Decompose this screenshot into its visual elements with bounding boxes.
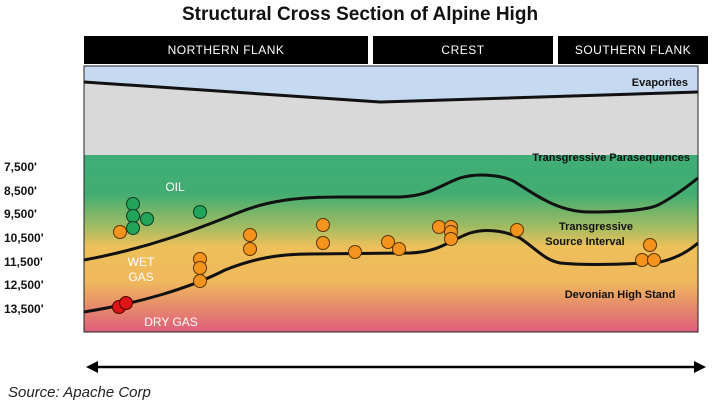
source-interval-label-line-1: Transgressive xyxy=(559,221,633,233)
gas-well-marker xyxy=(113,225,127,239)
gas-well-marker xyxy=(444,232,458,246)
source-credit: Source: Apache Corp xyxy=(8,384,151,401)
gas-well-marker xyxy=(193,261,207,275)
depth-label: 13,500' xyxy=(4,302,44,316)
depth-label: 7,500' xyxy=(4,160,37,174)
evaporites-label: Evaporites xyxy=(632,77,688,89)
header-band-label: CREST xyxy=(441,43,485,57)
gas-well-marker xyxy=(316,236,330,250)
wet-gas-well-markers xyxy=(113,218,661,288)
gas-well-marker xyxy=(243,242,257,256)
transgressive-horizon-line xyxy=(83,173,699,262)
header-band-southern-flank: SOUTHERN FLANK xyxy=(558,36,708,64)
lateral-extent-arrow xyxy=(86,361,706,373)
oil-well-markers xyxy=(126,197,207,235)
gas-well-marker xyxy=(316,218,330,232)
gas-zone-label: GAS xyxy=(128,270,153,284)
gas-well-marker xyxy=(193,274,207,288)
gas-well-marker xyxy=(643,238,657,252)
header-band-northern-flank: NORTHERN FLANK xyxy=(84,36,368,64)
evaporites-base-line xyxy=(83,80,699,104)
depth-label: 11,500' xyxy=(4,255,43,269)
oil-well-marker xyxy=(193,205,207,219)
gas-well-marker xyxy=(510,223,524,237)
source-interval-label-line-2: Source Interval xyxy=(545,236,624,248)
parasequences-label: Transgressive Parasequences xyxy=(532,152,690,164)
gas-well-marker xyxy=(432,220,446,234)
dry-gas-well-marker xyxy=(119,296,133,310)
depth-label: 9,500' xyxy=(4,207,37,221)
gas-well-marker xyxy=(392,242,406,256)
header-band-crest: CREST xyxy=(373,36,553,64)
oil-well-marker xyxy=(126,197,140,211)
depth-label: 10,500' xyxy=(4,231,44,245)
evaporites-layer xyxy=(84,66,698,102)
gas-well-marker xyxy=(635,253,649,267)
dry-gas-well-markers xyxy=(112,296,133,314)
depth-label: 12,500' xyxy=(4,278,44,292)
page-title: Structural Cross Section of Alpine High xyxy=(181,4,539,25)
depth-label: 8,500' xyxy=(4,184,37,198)
grey-layer xyxy=(84,82,698,155)
gas-well-marker xyxy=(348,245,362,259)
oil-well-marker xyxy=(126,221,140,235)
section-frame xyxy=(83,65,699,333)
wet-zone-label: WET xyxy=(128,255,155,269)
header-band-label: NORTHERN FLANK xyxy=(167,43,285,57)
oil-well-marker xyxy=(126,209,140,223)
gas-well-marker xyxy=(243,228,257,242)
gas-well-marker xyxy=(381,235,395,249)
gas-well-marker xyxy=(647,253,661,267)
dry-gas-zone-label: DRY GAS xyxy=(144,315,198,329)
header-band-label: SOUTHERN FLANK xyxy=(574,43,692,57)
high-stand-label: Devonian High Stand xyxy=(565,289,676,301)
oil-well-marker xyxy=(140,212,154,226)
oil-zone-label: OIL xyxy=(165,180,185,194)
